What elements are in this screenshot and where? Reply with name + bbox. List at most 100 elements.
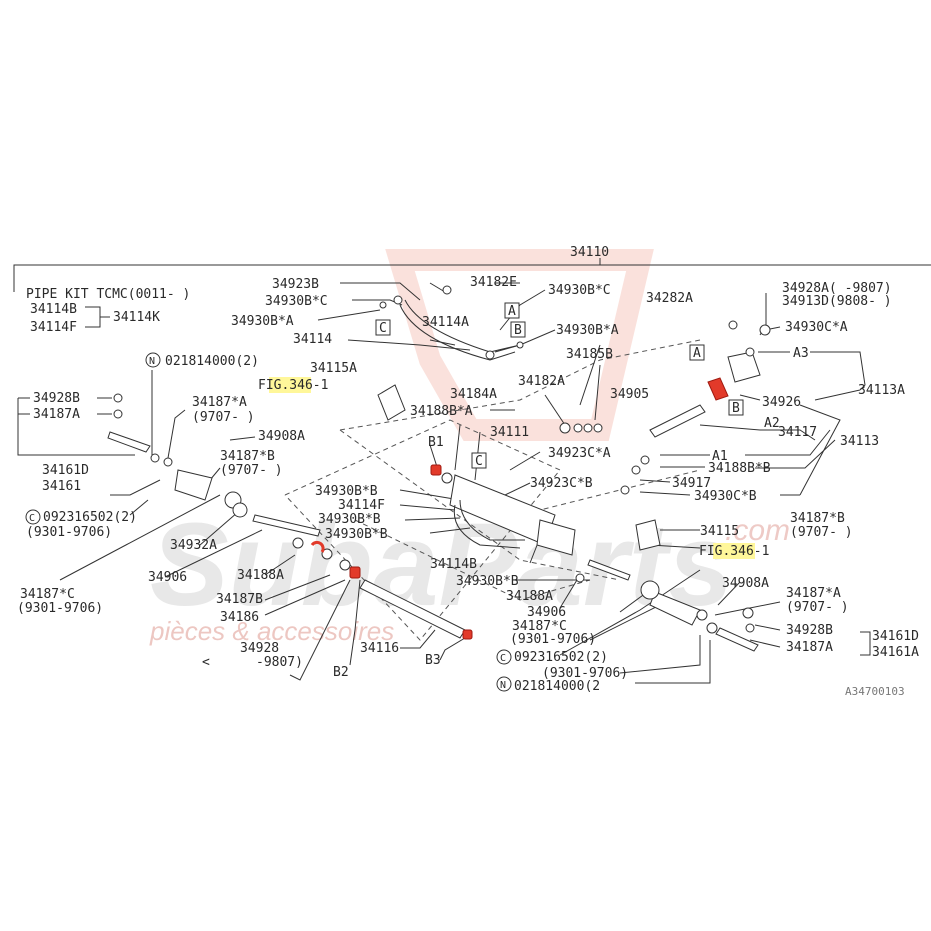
- assembly-frame: [13, 258, 931, 292]
- label-9707-right-b: (9707- ): [790, 525, 853, 540]
- assembly-number: 34110: [570, 245, 609, 260]
- circle-c-mid: C: [500, 653, 506, 664]
- box-a-top: A: [508, 304, 516, 319]
- label-34188ba: 34188B*A: [410, 404, 473, 419]
- label-34928b-right: 34928B: [786, 623, 833, 638]
- label-9707-left-b: (9707- ): [220, 463, 283, 478]
- leader-lines: [17, 282, 871, 684]
- pinion-shaft: [649, 404, 706, 438]
- label-34114b-left: 34114B: [30, 302, 77, 317]
- label-b2: B2: [333, 665, 349, 680]
- circle-n-left: N: [149, 356, 155, 367]
- label-c092-mid: 092316502(2): [514, 650, 608, 665]
- tie-rod-end-right: [715, 627, 759, 652]
- box-c-top: C: [379, 321, 387, 336]
- label-34905: 34905: [610, 387, 649, 402]
- label-34928b-left: 34928B: [33, 391, 80, 406]
- label-34114a: 34114A: [422, 315, 469, 330]
- label-34930ba-mid: 34930B*A: [556, 323, 619, 338]
- inner-rod-mid: [587, 559, 631, 581]
- label-34930bb-4: 34930B*B: [456, 574, 519, 589]
- label-34930ba-left: 34930B*A: [231, 314, 294, 329]
- box-a-right: A: [693, 346, 701, 361]
- label-9707-left-a: (9707- ): [192, 410, 255, 425]
- label-9301-left: (9301-9706): [26, 525, 112, 540]
- red-highlights: [310, 377, 729, 640]
- label-34187c-left: 34187*C: [20, 587, 75, 602]
- label-9807-low: -9807): [256, 655, 303, 670]
- label-34185b: 34185B: [566, 347, 613, 362]
- label-n021-left: 021814000(2): [165, 354, 259, 369]
- rack-valve-body: [536, 519, 576, 556]
- label-34114: 34114: [293, 332, 332, 347]
- tie-rod-end-left: [107, 431, 151, 453]
- fig-highlight-right: [713, 543, 755, 559]
- label-34187a-right: 34187*A: [786, 586, 841, 601]
- rack-bar: [359, 579, 466, 639]
- label-34906-left: 34906: [148, 570, 187, 585]
- label-34930bb-1: 34930B*B: [315, 484, 378, 499]
- label-34930ca: 34930C*A: [785, 320, 848, 335]
- label-34923cb: 34923C*B: [530, 476, 593, 491]
- label-34187a-left: 34187A: [33, 407, 80, 422]
- label-34913d: 34913D(9808- ): [782, 294, 892, 309]
- parts: [107, 285, 771, 652]
- box-b-top: B: [514, 323, 522, 338]
- fig-highlight-left: [269, 377, 311, 393]
- label-34917: 34917: [672, 476, 711, 491]
- label-34186: 34186: [220, 610, 259, 625]
- label-pipe-kit: PIPE KIT TCMC(0011- ): [26, 287, 190, 302]
- red-part-34187b: [310, 540, 325, 553]
- watermark: SubaParts pièces & accessoires .com: [149, 249, 790, 646]
- label-34930cb: 34930C*B: [694, 489, 757, 504]
- label-fig346-left[interactable]: FIG.346-1: [258, 378, 328, 393]
- label-34114f: 34114F: [338, 498, 385, 513]
- label-9301-mid: (9301-9706): [510, 632, 596, 647]
- label-34923ca: 34923C*A: [548, 446, 611, 461]
- label-34930bb-3: 34930B*B: [325, 527, 388, 542]
- boot-right: [649, 591, 701, 626]
- pipe-34114f: [459, 499, 525, 541]
- label-34187b-low: 34187B: [216, 592, 263, 607]
- label-a1: A1: [712, 449, 728, 464]
- box-labels: [25, 302, 744, 692]
- circle-n-mid: N: [500, 680, 506, 691]
- label-b1: B1: [428, 435, 444, 450]
- label-34930bb-2: 34930B*B: [318, 512, 381, 527]
- box-b-right: B: [732, 401, 740, 416]
- label-34188a-left: 34188A: [237, 568, 284, 583]
- label-34187a-right2: 34187A: [786, 640, 833, 655]
- label-9707-right-a: (9707- ): [786, 600, 849, 615]
- circle-c-left: C: [29, 513, 35, 524]
- label-34930bc-left: 34930B*C: [265, 294, 328, 309]
- label-less-than: <: [202, 655, 210, 670]
- red-part-b1: [430, 464, 442, 476]
- label-34114f-left: 34114F: [30, 320, 77, 335]
- boot-left: [174, 469, 213, 501]
- valve-housing: [727, 351, 761, 383]
- label-34161a-right: 34161A: [872, 645, 919, 660]
- label-c092-left: 092316502(2): [43, 510, 137, 525]
- label-34182e: 34182E: [470, 275, 517, 290]
- inner-rod-left: [252, 514, 321, 537]
- label-a2: A2: [764, 416, 780, 431]
- label-fig346-right[interactable]: FIG.346-1: [699, 544, 769, 559]
- label-9301-mid2: (9301-9706): [542, 666, 628, 681]
- label-34188a-mid: 34188A: [506, 589, 553, 604]
- label-34161d-left: 34161D: [42, 463, 89, 478]
- label-34930bc-top: 34930B*C: [548, 283, 611, 298]
- label-diagram-code: A34700103: [845, 685, 905, 698]
- bracket-34115a: [377, 384, 406, 421]
- label-34926: 34926: [762, 395, 801, 410]
- label-34184a: 34184A: [450, 387, 497, 402]
- label-34908a-right: 34908A: [722, 576, 769, 591]
- label-b3: B3: [425, 653, 441, 668]
- label-34928-low: 34928: [240, 641, 279, 656]
- label-34161-left: 34161: [42, 479, 81, 494]
- label-a3: A3: [793, 346, 809, 361]
- pipe-34114b: [453, 504, 521, 549]
- label-34115a: 34115A: [310, 361, 357, 376]
- label-34117: 34117: [778, 425, 817, 440]
- label-34908a-left: 34908A: [258, 429, 305, 444]
